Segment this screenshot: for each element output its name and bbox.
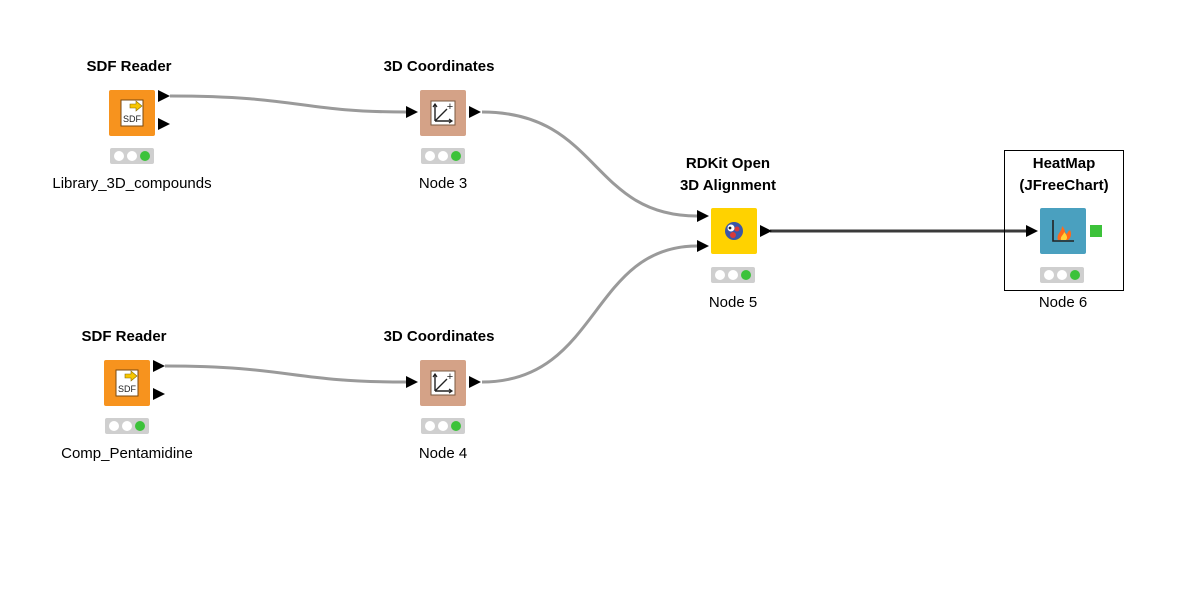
connection-reader2-to-coords2[interactable] — [164, 364, 407, 384]
3d-axes-icon[interactable]: + — [420, 90, 466, 136]
sdf-file-icon[interactable]: SDF — [109, 90, 155, 136]
sdf-file-icon[interactable]: SDF — [104, 360, 150, 406]
output-port-icon[interactable] — [153, 360, 165, 372]
heatmap-chart-icon[interactable] — [1040, 208, 1086, 254]
output-port-icon[interactable] — [158, 118, 170, 130]
connection-coords2-to-rdkit[interactable] — [481, 244, 698, 384]
input-port-icon[interactable] — [406, 376, 418, 388]
node-status-indicator — [421, 148, 465, 164]
node-title: SDF Reader — [81, 328, 167, 345]
node-status-indicator — [421, 418, 465, 434]
node-title: 3D Coordinates — [383, 328, 495, 345]
output-port-icon[interactable] — [760, 225, 772, 237]
node-title: SDF Reader — [86, 58, 172, 75]
connection-coords1-to-rdkit[interactable] — [481, 110, 698, 218]
node-label[interactable]: Node 5 — [708, 294, 758, 311]
node-label[interactable]: Library_3D_compounds — [52, 175, 212, 192]
input-port-icon[interactable] — [697, 210, 709, 222]
output-port-icon[interactable] — [158, 90, 170, 102]
svg-text:+: + — [447, 371, 453, 383]
output-port-icon[interactable] — [469, 106, 481, 118]
node-status-indicator — [1040, 267, 1084, 283]
output-port-icon[interactable] — [469, 376, 481, 388]
view-port-icon[interactable] — [1090, 225, 1102, 237]
input-port-icon[interactable] — [406, 106, 418, 118]
node-selection-box — [1004, 150, 1124, 291]
node-label[interactable]: Node 3 — [418, 175, 468, 192]
svg-text:SDF: SDF — [123, 114, 142, 124]
node-status-indicator — [105, 418, 149, 434]
node-status-indicator — [711, 267, 755, 283]
node-label[interactable]: Comp_Pentamidine — [61, 445, 193, 462]
node-label[interactable]: Node 4 — [418, 445, 468, 462]
connection-reader1-to-coords1[interactable] — [169, 94, 407, 114]
node-status-indicator — [110, 148, 154, 164]
3d-axes-icon[interactable]: + — [420, 360, 466, 406]
output-port-icon[interactable] — [153, 388, 165, 400]
node-title: RDKit Open 3D Alignment — [679, 155, 777, 194]
input-port-icon[interactable] — [1026, 225, 1038, 237]
node-label[interactable]: Node 6 — [1038, 294, 1088, 311]
node-title: 3D Coordinates — [383, 58, 495, 75]
svg-text:SDF: SDF — [118, 384, 137, 394]
svg-text:+: + — [447, 101, 453, 113]
node-title: HeatMap (JFreeChart) — [1019, 155, 1109, 194]
rdkit-icon[interactable] — [711, 208, 757, 254]
input-port-icon[interactable] — [697, 240, 709, 252]
